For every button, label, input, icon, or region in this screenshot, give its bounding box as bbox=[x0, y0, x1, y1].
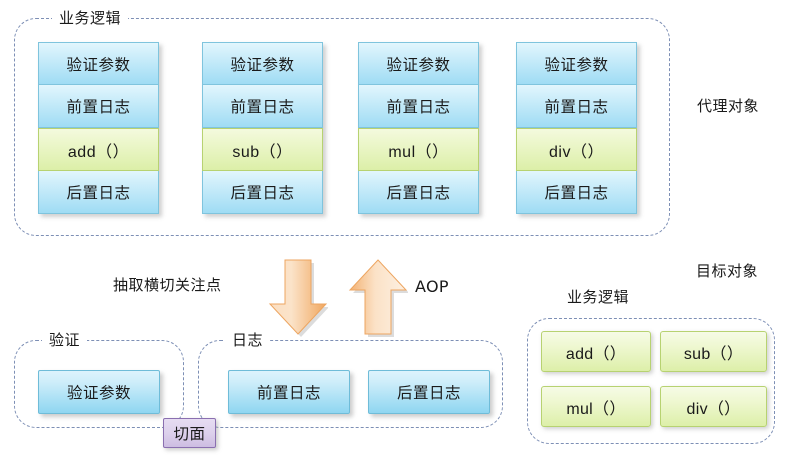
proxy-business-logic-label: 业务逻辑 bbox=[52, 11, 129, 26]
target-business-logic-label: 业务逻辑 bbox=[560, 290, 637, 305]
proxy-cell-after-log: 后置日志 bbox=[358, 171, 479, 214]
proxy-cell-after-log: 后置日志 bbox=[516, 171, 637, 214]
proxy-cell-validate: 验证参数 bbox=[38, 42, 159, 85]
target-method-sub: sub（） bbox=[660, 331, 767, 372]
proxy-cell-after-log: 后置日志 bbox=[202, 171, 323, 214]
proxy-object-side-label: 代理对象 bbox=[697, 97, 760, 115]
aspect-badge: 切面 bbox=[163, 418, 216, 448]
extract-crosscutting-label: 抽取横切关注点 bbox=[113, 276, 222, 294]
up-arrow-icon bbox=[348, 259, 408, 337]
proxy-cell-after-log: 后置日志 bbox=[38, 171, 159, 214]
target-object-container bbox=[527, 318, 775, 444]
validate-group-label: 验证 bbox=[42, 333, 88, 348]
proxy-cell-method: sub（） bbox=[202, 128, 323, 171]
proxy-method-stack-mul: 验证参数 前置日志 mul（） 后置日志 bbox=[358, 42, 479, 214]
proxy-method-stack-sub: 验证参数 前置日志 sub（） 后置日志 bbox=[202, 42, 323, 214]
down-arrow-icon bbox=[268, 259, 328, 337]
validate-aspect-container bbox=[14, 340, 184, 428]
proxy-cell-method: mul（） bbox=[358, 128, 479, 171]
proxy-cell-validate: 验证参数 bbox=[516, 42, 637, 85]
aspect-chip-before-log: 前置日志 bbox=[228, 370, 350, 414]
aspect-chip-validate-params: 验证参数 bbox=[38, 370, 160, 414]
target-method-add: add（） bbox=[541, 331, 651, 372]
proxy-method-stack-div: 验证参数 前置日志 div（） 后置日志 bbox=[516, 42, 637, 214]
proxy-cell-validate: 验证参数 bbox=[202, 42, 323, 85]
proxy-cell-method: div（） bbox=[516, 128, 637, 171]
proxy-object-container bbox=[14, 18, 670, 236]
proxy-cell-before-log: 前置日志 bbox=[38, 85, 159, 128]
proxy-cell-validate: 验证参数 bbox=[358, 42, 479, 85]
log-group-label: 日志 bbox=[225, 333, 271, 348]
log-aspect-container bbox=[198, 340, 503, 428]
proxy-cell-before-log: 前置日志 bbox=[516, 85, 637, 128]
proxy-cell-before-log: 前置日志 bbox=[358, 85, 479, 128]
target-object-side-label: 目标对象 bbox=[696, 262, 759, 280]
proxy-method-stack-add: 验证参数 前置日志 add（） 后置日志 bbox=[38, 42, 159, 214]
target-method-mul: mul（） bbox=[541, 386, 651, 427]
target-method-div: div（） bbox=[660, 386, 767, 427]
proxy-cell-before-log: 前置日志 bbox=[202, 85, 323, 128]
proxy-cell-method: add（） bbox=[38, 128, 159, 171]
aop-label: AOP bbox=[415, 277, 449, 296]
aspect-chip-after-log: 后置日志 bbox=[368, 370, 490, 414]
